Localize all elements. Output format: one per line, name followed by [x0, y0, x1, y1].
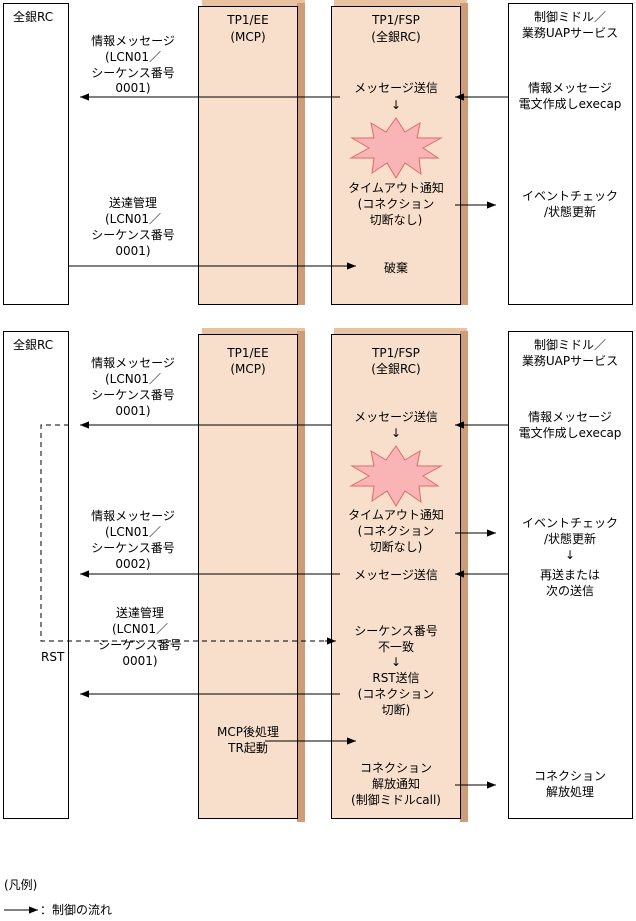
panel1-ee-title-1: TP1/EE	[227, 13, 269, 27]
panel2-rst-label: RST	[41, 650, 65, 664]
panel1-ee-title-2: (MCP)	[230, 30, 266, 44]
panel1-fsp-title-1: TP1/FSP	[372, 13, 420, 27]
panel2-conn-release-notice-3: (制御ミドルcall)	[351, 793, 441, 807]
panel1-event-check-2: /状態更新	[543, 205, 597, 219]
panel1-fsp-lane-shadow	[460, 3, 468, 305]
panel2-timeout-3: 切断なし)	[369, 540, 423, 554]
panel1-timeout-3: 切断なし)	[369, 213, 423, 227]
panel2-seq-mismatch-1: シーケンス番号	[354, 624, 438, 638]
panel1-ack-label-3: シーケンス番号	[91, 228, 175, 242]
panel2-seq-mismatch-5: (コネクション	[357, 687, 435, 701]
panel1-msg-send: メッセージ送信	[354, 81, 438, 95]
panel2-info-create-1: 情報メッセージ	[528, 410, 612, 424]
panel2-mcp-post-2: TR起動	[228, 741, 268, 755]
panel1-info-msg-label-1: 情報メッセージ	[91, 34, 175, 48]
panel2-ee-title-2: (MCP)	[230, 362, 266, 376]
panel1-right-title-2: 業務UAPサービス	[521, 26, 619, 40]
panel2-event-check-4: 再送または	[539, 568, 601, 582]
panel1-info-msg-label-3: シーケンス番号	[91, 66, 175, 80]
panel2-info-msg-label-2-line-1: 情報メッセージ	[91, 509, 175, 523]
panel1-ee-lane	[198, 6, 298, 305]
panel2-fsp-lane-shadow	[460, 331, 468, 822]
panel1-ack-label-1: 送達管理	[108, 196, 158, 210]
panel2-event-check-2: /状態更新	[543, 532, 597, 546]
panel2-left-box	[3, 331, 69, 819]
panel1-timeout-2: (コネクション	[357, 197, 435, 211]
panel2-timeout-2: (コネクション	[357, 524, 435, 538]
panel2-info-msg-label-1-line-1: 情報メッセージ	[91, 356, 175, 370]
panel2-ack-label-3: シーケンス番号	[98, 638, 182, 652]
panel2-seq-mismatch-6: 切断)	[381, 703, 411, 717]
panel2-conn-release-notice-2: 解放通知	[371, 777, 421, 791]
panel1-right-box	[508, 3, 633, 305]
legend-flow-label: ：制御の流れ	[40, 903, 113, 917]
panel2-right-title-1: 制御ミドル／	[533, 338, 607, 352]
panel1-info-create-2: 電文作成しexecap	[518, 97, 622, 111]
panel2-ack-label-2: (LCN01／	[112, 622, 168, 636]
panel2-ee-lane-top	[202, 328, 305, 334]
panel1-event-check-1: イベントチェック	[521, 189, 619, 203]
panel2-ack-label-1: 送達管理	[115, 606, 165, 620]
panel1-discard: 破棄	[383, 261, 409, 275]
panel2-ee-title-1: TP1/EE	[227, 346, 269, 360]
panel1-fsp-title-2: (全銀RC)	[371, 30, 421, 44]
panel1-info-msg-label-2: (LCN01／	[105, 50, 161, 64]
panel2-conn-release-1: コネクション	[533, 769, 607, 783]
panel1-timeout-1: タイムアウト通知	[348, 181, 444, 195]
panel2-info-msg-label-2-line-2: (LCN01／	[105, 525, 161, 539]
panel2-event-check-5: 次の送信	[545, 584, 595, 598]
panel1-info-msg-label-4: 0001)	[115, 81, 151, 95]
panel2-seq-mismatch-2: 不一致	[377, 640, 415, 654]
panel2-right-box	[508, 331, 633, 819]
panel1-ee-lane-top	[202, 0, 305, 6]
panel2-conn-release-2: 解放処理	[545, 785, 595, 799]
panel2-msg-send-down-arrow: ↓	[390, 426, 402, 440]
panel2-info-create-2: 電文作成しexecap	[518, 426, 622, 440]
panel2-right-title-2: 業務UAPサービス	[521, 354, 619, 368]
panel2-left-title: 全銀RC	[13, 338, 54, 352]
panel2-seq-mismatch-3: ↓	[390, 655, 402, 669]
panel1-fsp-lane-top	[334, 0, 467, 6]
panel1-ee-lane-shadow	[297, 3, 305, 305]
panel2-conn-release-notice-1: コネクション	[359, 761, 433, 775]
panel2-ee-lane-shadow	[297, 331, 305, 822]
panel1-ack-label-4: 0001)	[115, 244, 151, 258]
panel2-info-msg-label-1-line-3: シーケンス番号	[91, 388, 175, 402]
panel2-ack-label-4: 0001)	[122, 654, 158, 668]
panel2-info-msg-label-2-line-3: シーケンス番号	[91, 541, 175, 555]
legend-title: (凡例)	[4, 878, 38, 892]
panel1-left-box	[3, 3, 69, 305]
panel1-ack-label-2: (LCN01／	[105, 212, 161, 226]
panel2-msg-send-1: メッセージ送信	[354, 410, 438, 424]
panel2-msg-send-2: メッセージ送信	[354, 568, 438, 582]
panel2-fsp-title-2: (全銀RC)	[371, 362, 421, 376]
panel2-info-msg-label-2-line-4: 0002)	[115, 557, 151, 571]
panel2-seq-mismatch-4: RST送信	[372, 671, 420, 685]
panel2-event-check-3: ↓	[564, 548, 576, 562]
panel2-info-msg-label-1-line-4: 0001)	[115, 404, 151, 418]
panel1-left-title: 全銀RC	[13, 10, 54, 24]
panel2-fsp-lane-top	[334, 328, 467, 334]
panel2-info-msg-label-1-line-2: (LCN01／	[105, 372, 161, 386]
panel1-right-title-1: 制御ミドル／	[533, 10, 607, 24]
panel2-mcp-post-1: MCP後処理	[217, 725, 279, 739]
panel2-fsp-title-1: TP1/FSP	[372, 346, 420, 360]
panel1-msg-send-down-arrow: ↓	[390, 98, 402, 112]
panel1-info-create-1: 情報メッセージ	[528, 81, 612, 95]
panel2-timeout-1: タイムアウト通知	[348, 508, 444, 522]
panel2-event-check-1: イベントチェック	[521, 516, 619, 530]
